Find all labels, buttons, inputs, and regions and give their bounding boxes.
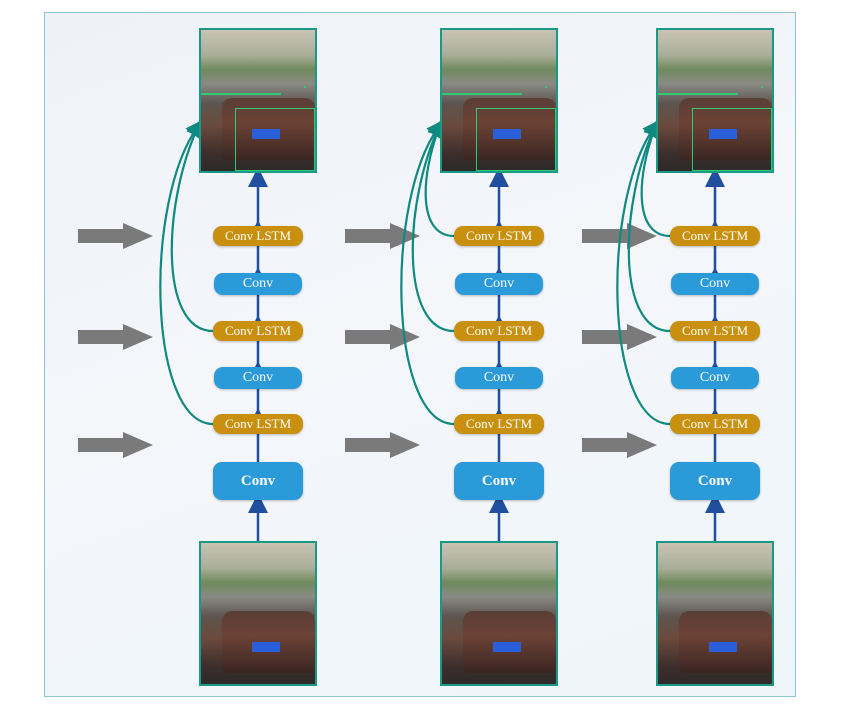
detection-bounding-box [235, 107, 315, 171]
detection-bounding-box [658, 93, 738, 96]
skip-connection [400, 119, 455, 426]
detection-bounding-box [544, 86, 547, 89]
conv-lstm-layer-t3-6: Conv LSTM [670, 226, 760, 246]
skip-connection [640, 118, 671, 238]
temporal-arrow-mid-2 [345, 324, 420, 350]
conv-lstm-layer-t1-6: Conv LSTM [213, 226, 303, 246]
license-plate [493, 641, 521, 652]
skip-connection [170, 119, 214, 333]
conv-layer-t3-5: Conv [671, 273, 759, 295]
conv-lstm-layer-t2-6: Conv LSTM [454, 226, 544, 246]
conv-lstm-layer-t1-2: Conv LSTM [213, 414, 303, 434]
conv-layer-t3-3: Conv [671, 367, 759, 389]
license-plate [493, 128, 521, 139]
conv-layer-t2-1: Conv [454, 462, 544, 500]
detection-bounding-box [201, 93, 281, 96]
conv-layer-t1-1: Conv [213, 462, 303, 500]
detection-output-frame-3 [656, 28, 774, 173]
temporal-arrow-left-3 [78, 432, 153, 458]
detection-output-frame-1 [199, 28, 317, 173]
street-scene-frame-2 [440, 541, 558, 686]
conv-layer-t2-3: Conv [455, 367, 543, 389]
temporal-arrow-mid-1 [345, 223, 420, 249]
conv-layer-t2-5: Conv [455, 273, 543, 295]
detection-bounding-box [442, 93, 522, 96]
conv-lstm-layer-t3-4: Conv LSTM [670, 321, 760, 341]
skip-connection [616, 119, 671, 426]
conv-layer-t1-5: Conv [214, 273, 302, 295]
detection-bounding-box [476, 107, 556, 171]
temporal-arrow-left-2 [78, 324, 153, 350]
conv-layer-t3-1: Conv [670, 462, 760, 500]
conv-lstm-layer-t3-2: Conv LSTM [670, 414, 760, 434]
temporal-arrow-left-1 [78, 223, 153, 249]
skip-connection [627, 119, 671, 333]
conv-lstm-layer-t2-2: Conv LSTM [454, 414, 544, 434]
conv-lstm-layer-t1-4: Conv LSTM [213, 321, 303, 341]
license-plate [252, 128, 280, 139]
conv-lstm-layer-t2-4: Conv LSTM [454, 321, 544, 341]
detection-output-frame-2 [440, 28, 558, 173]
street-scene-frame-3 [656, 541, 774, 686]
skip-connection [424, 118, 455, 238]
skip-connection [159, 119, 214, 426]
license-plate [709, 641, 737, 652]
street-scene-frame-1 [199, 541, 317, 686]
temporal-arrow-right-3 [582, 432, 657, 458]
conv-layer-t1-3: Conv [214, 367, 302, 389]
license-plate [252, 641, 280, 652]
temporal-arrow-mid-3 [345, 432, 420, 458]
detection-bounding-box [760, 86, 763, 89]
license-plate [709, 128, 737, 139]
skip-connection [411, 119, 455, 333]
detection-bounding-box [692, 107, 772, 171]
detection-bounding-box [303, 86, 306, 89]
